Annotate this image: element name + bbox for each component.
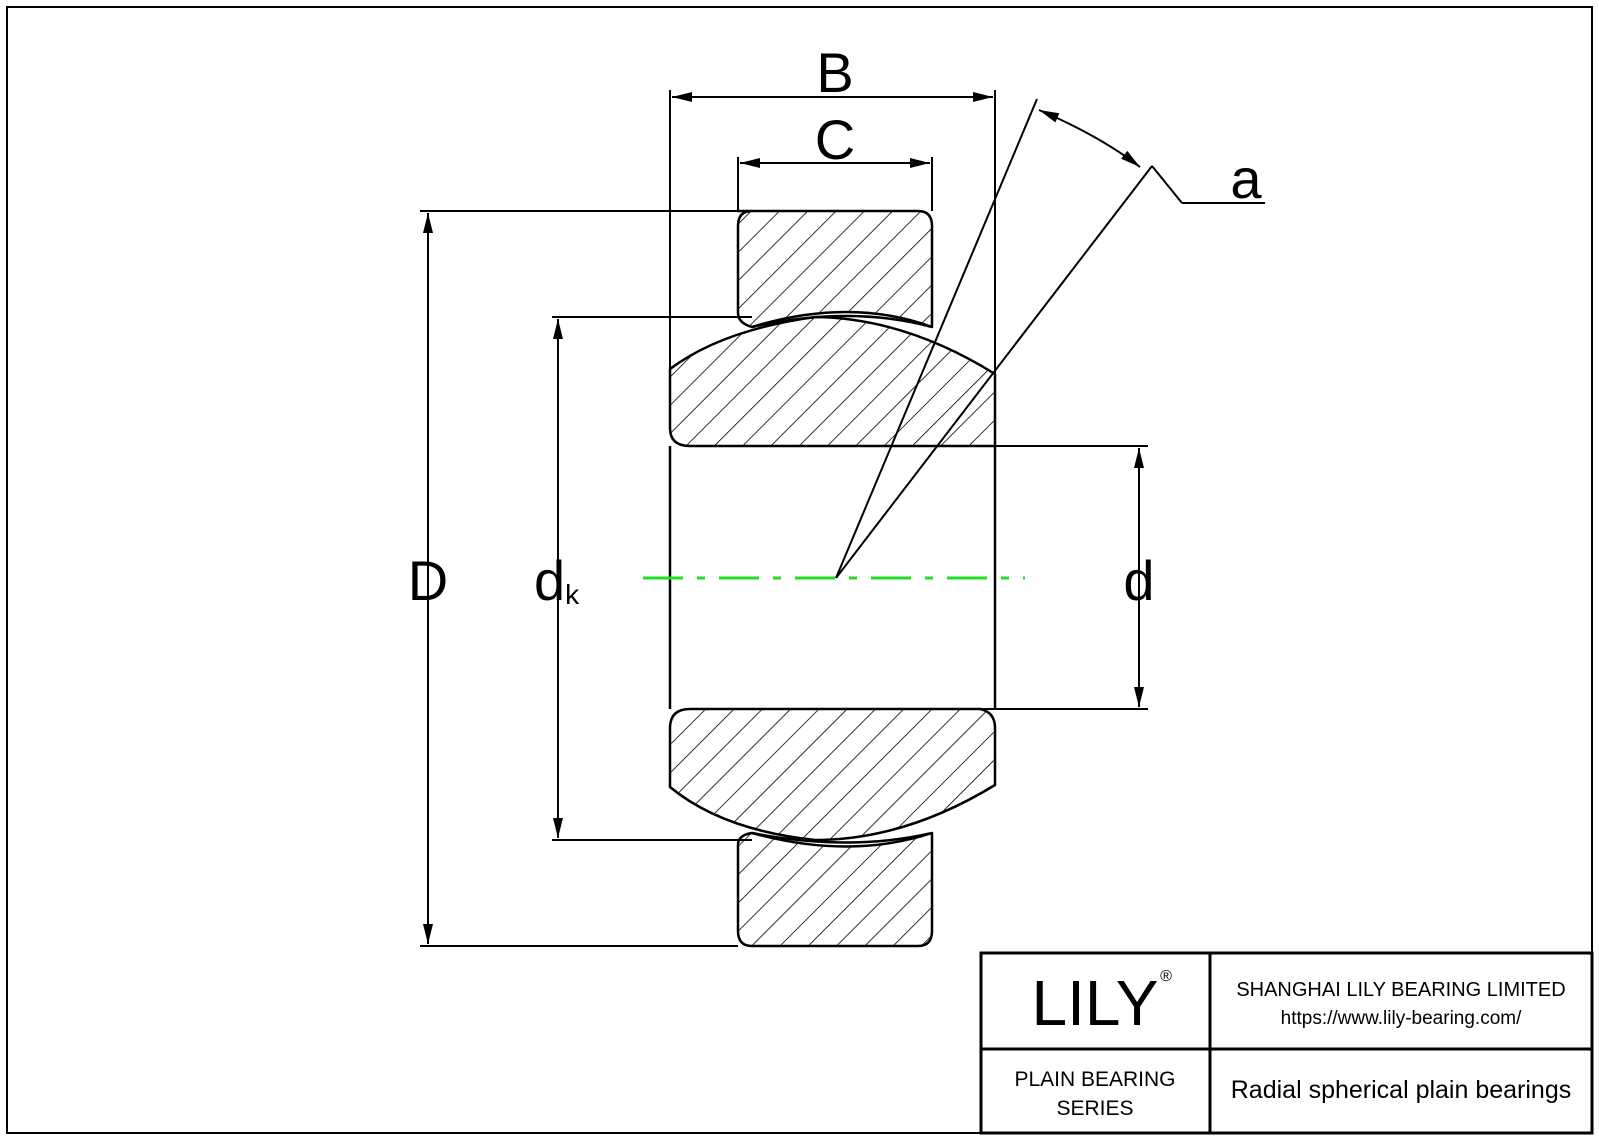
- series-line-1: PLAIN BEARING: [1014, 1068, 1175, 1091]
- inner-ring-bottom: [668, 707, 997, 842]
- dimension-lines: [423, 92, 1144, 944]
- outer-ring-bottom: [736, 831, 934, 948]
- label-a: a: [1230, 147, 1262, 210]
- label-B: B: [816, 41, 853, 104]
- registered-mark: ®: [1160, 968, 1172, 985]
- company-name: SHANGHAI LILY BEARING LIMITED: [1236, 979, 1565, 1001]
- dim-arc-a: [1038, 109, 1141, 168]
- product-name: Radial spherical plain bearings: [1231, 1076, 1571, 1104]
- outer-ring-top: [736, 209, 934, 329]
- bearing-section: [668, 209, 997, 948]
- label-D: D: [408, 549, 448, 612]
- series-line-2: SERIES: [1056, 1097, 1133, 1120]
- title-block: LILY ® SHANGHAI LILY BEARING LIMITED htt…: [979, 951, 1594, 1135]
- label-dk-main: d: [534, 549, 565, 612]
- sphere-arc-top: [751, 314, 933, 329]
- drawing-frame: [6, 6, 1593, 1134]
- company-website[interactable]: https://www.lily-bearing.com/: [1281, 1008, 1522, 1029]
- label-C: C: [815, 108, 855, 171]
- sphere-arc-bottom: [751, 831, 933, 844]
- label-dk-subscript: k: [565, 579, 580, 610]
- label-dk: dk: [534, 549, 580, 612]
- inner-ring-top: [668, 315, 997, 448]
- logo-text: LILY: [1032, 967, 1159, 1039]
- extension-lines: [420, 90, 1265, 947]
- label-d: d: [1123, 549, 1154, 612]
